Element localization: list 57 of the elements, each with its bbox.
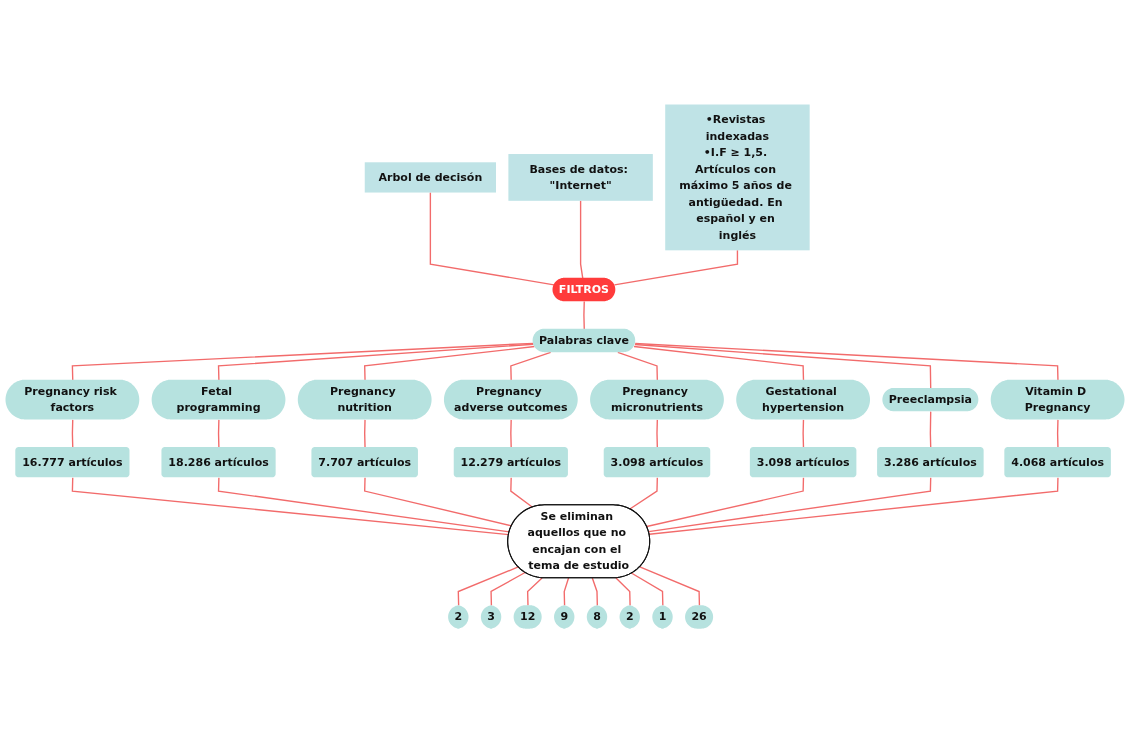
connector: [647, 477, 932, 533]
connector: [631, 572, 664, 607]
connector: [526, 577, 543, 607]
connector: [583, 301, 585, 331]
connector: [364, 477, 513, 527]
node-box: FILTROS: [552, 278, 616, 302]
connector: [510, 419, 512, 449]
connector: [929, 411, 932, 449]
connector: [71, 343, 534, 382]
node-box: Pregnancy micronutrients: [590, 380, 724, 420]
node-box: 18.286 artículos: [161, 447, 276, 478]
node-box: 16.777 artículos: [15, 447, 130, 478]
connector: [217, 344, 535, 382]
connector: [613, 250, 739, 286]
connector: [217, 477, 511, 534]
node-box: 3.098 artículos: [603, 447, 711, 478]
connector: [510, 477, 534, 509]
connector: [591, 577, 599, 607]
node-box: Fetal programming: [151, 380, 286, 420]
node-box: Bases de datos: "Internet": [508, 154, 653, 202]
connector: [633, 346, 805, 382]
connector: [639, 566, 701, 607]
connector: [1056, 419, 1059, 449]
node-box: 7.707 artículos: [311, 447, 418, 478]
node-box: Arbol de decisón: [364, 162, 496, 193]
connector: [617, 352, 658, 382]
node-box: 12.279 artículos: [453, 447, 568, 478]
connector: [634, 343, 1059, 382]
connector: [510, 352, 552, 382]
node-box: Pregnancy adverse outcomes: [443, 380, 578, 420]
connector: [648, 477, 1059, 536]
node-box: Palabras clave: [532, 329, 636, 353]
connector: [802, 419, 805, 449]
connector: [429, 192, 555, 286]
connector: [457, 566, 519, 607]
connector: [656, 419, 658, 449]
connector: [217, 419, 220, 449]
connector: [364, 346, 536, 382]
node-box: Pregnancy nutrition: [297, 380, 432, 420]
connector: [615, 577, 631, 607]
connector: [364, 419, 366, 449]
connector: [563, 577, 570, 607]
connector: [71, 477, 510, 536]
node-box: 4.068 artículos: [1004, 447, 1111, 478]
node-box: Pregnancy risk factors: [5, 380, 140, 420]
node-box: •Revistas indexadas •I.F ≥ 1,5. Artículos con máximo 5 años de antigüedad. En español y en inglés: [665, 104, 810, 251]
node-box: Gestational hypertension: [736, 380, 870, 420]
connector: [629, 477, 658, 511]
node-box: Vitamin D Pregnancy: [990, 380, 1125, 420]
node-box: 3.098 artículos: [749, 447, 857, 478]
node-box: 3.286 artículos: [877, 447, 984, 478]
connector: [71, 419, 74, 449]
node-box: Preeclampsia: [882, 388, 979, 412]
connector: [634, 344, 932, 390]
connector: [490, 572, 526, 607]
connector: [646, 477, 805, 528]
connector: [579, 200, 584, 280]
